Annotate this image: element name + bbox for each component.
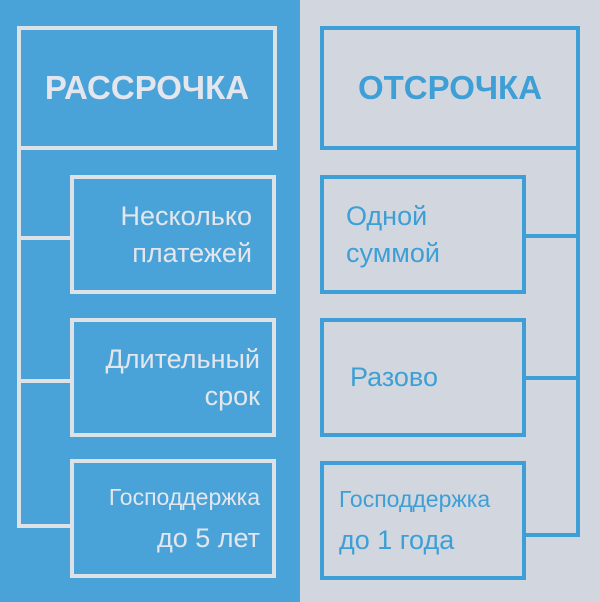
right-connector-vertical (576, 147, 580, 537)
item-line-2: до 5 лет (156, 523, 260, 553)
item-line-2: платежей (132, 237, 252, 268)
right-connector-branch-3 (522, 533, 580, 537)
right-connector-branch-1 (522, 234, 580, 238)
item-line-1: Господдержка (108, 484, 260, 510)
item-line-1: Разово (350, 362, 438, 392)
installment-item-support: Господдержка до 5 лет (70, 459, 276, 578)
installment-title: РАССРОЧКА (44, 69, 250, 106)
deferral-title-box: ОТСРОЧКА (320, 26, 580, 150)
item-line-1: Несколько (120, 200, 252, 231)
installment-item-payments: Несколько платежей (70, 175, 276, 294)
installment-item-term: Длительный срок (70, 318, 276, 437)
deferral-title: ОТСРОЧКА (357, 69, 543, 106)
left-connector-branch-2 (17, 379, 71, 383)
item-line-2: срок (204, 380, 260, 411)
item-line-2: суммой (346, 237, 440, 268)
item-line-2: до 1 года (339, 525, 455, 555)
deferral-item-lump-sum: Одной суммой (320, 175, 526, 294)
left-connector-vertical (17, 147, 21, 528)
item-line-1: Одной (346, 200, 428, 231)
deferral-item-once: Разово (320, 318, 526, 437)
left-connector-branch-1 (17, 236, 71, 240)
left-connector-branch-3 (17, 524, 71, 528)
installment-title-box: РАССРОЧКА (17, 26, 277, 150)
right-connector-branch-2 (522, 376, 580, 380)
deferral-item-support: Господдержка до 1 года (320, 461, 526, 580)
item-line-1: Длительный (105, 343, 260, 374)
item-line-1: Господдержка (339, 486, 491, 512)
